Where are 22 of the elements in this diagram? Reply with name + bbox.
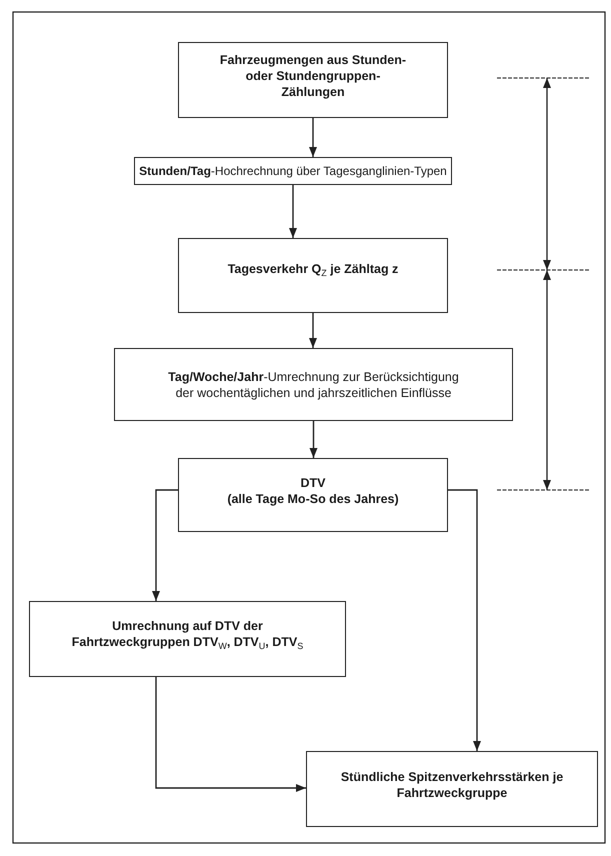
box-text: Tagesverkehr Q$_{Z}$ je Zähltag z [228, 260, 398, 276]
process-box [114, 348, 513, 421]
process-box [178, 42, 448, 118]
box-text: Umrechnung auf DTV der Fahrtzweckgruppen DTV$_{W}$, DTV$_{U}$, DTV$_{S}$ [70, 618, 304, 650]
step-box [134, 157, 452, 185]
arrow [310, 421, 318, 458]
box-text: Tag/Woche/Jahr-Umrechnung zur Berücksichtigung der wochentäglichen und jahrszeitlichen Einflüsse [167, 368, 460, 400]
box-text: Fahrzeugmengen aus Stunden- oder Stundengruppen-Zählungen [218, 52, 408, 100]
arrow [448, 489, 481, 751]
arrow [155, 677, 306, 792]
box-text: Stunden/Tag-Hochrechnung über Tagesganglinien-Typen [139, 163, 447, 179]
arrow [289, 185, 297, 238]
arrow [152, 489, 178, 601]
box-text: DTV [300, 475, 326, 491]
arrow [309, 313, 317, 348]
box-text: (alle Tage Mo-So des Jahres) [227, 491, 399, 507]
box-text: Stündliche Spitzenverkehrsstärken je Fahrtzweckgruppe [340, 769, 564, 801]
process-box [29, 601, 346, 677]
process-box [306, 751, 598, 827]
process-box [178, 238, 448, 313]
process-box [178, 458, 448, 532]
arrow [309, 118, 317, 157]
